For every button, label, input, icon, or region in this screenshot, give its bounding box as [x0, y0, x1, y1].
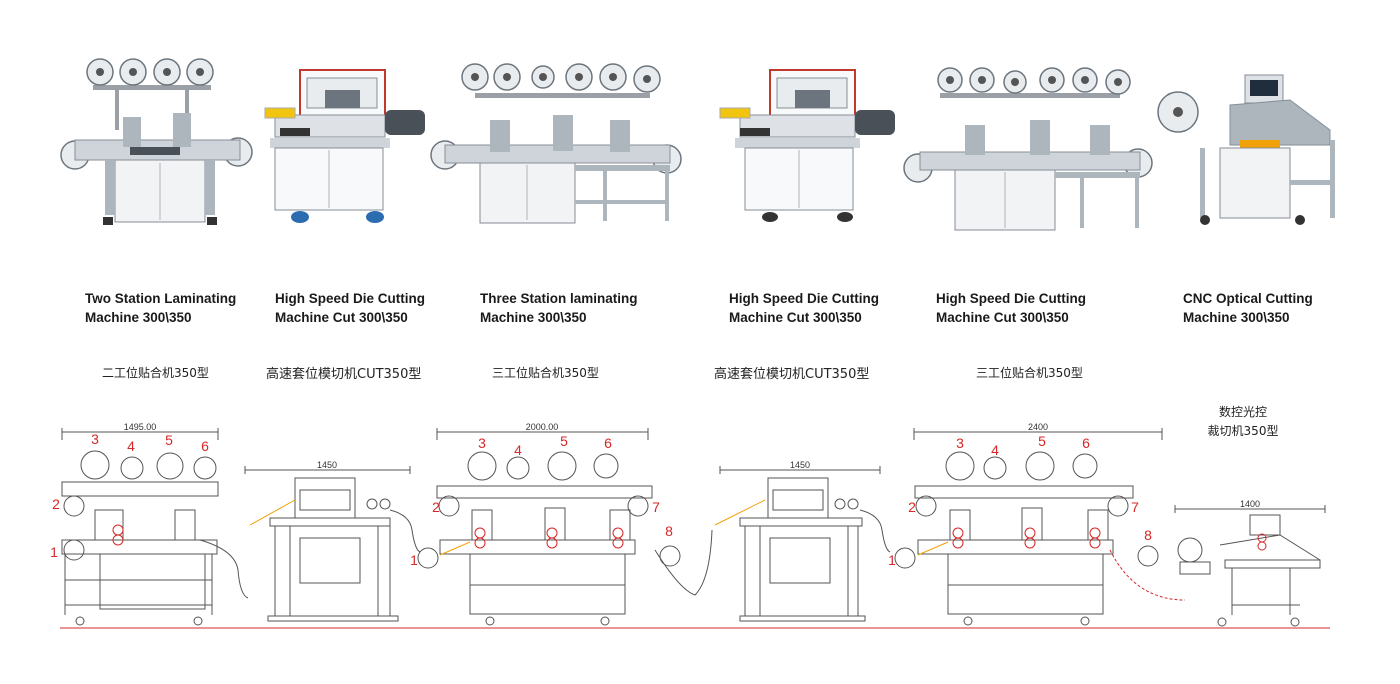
- machine-title-1-line1: Two Station Laminating: [85, 291, 237, 306]
- machine-title-4-line2: Machine Cut 300\350: [729, 310, 862, 325]
- machine-title-2: High Speed Die Cutting Machine Cut 300\3…: [275, 289, 425, 327]
- station-num-a-3: 3: [91, 431, 99, 447]
- machine-chinese-2: 高速套位模切机CUT350型: [266, 367, 422, 382]
- station-num-c-5: 5: [560, 433, 568, 449]
- machine-title-3: Three Station laminating Machine 300\350: [480, 289, 638, 327]
- machine-chinese-3: 三工位贴合机350型: [492, 366, 599, 380]
- station-num-e-6: 6: [1082, 435, 1090, 451]
- machine-chinese-4: 高速套位模切机CUT350型: [714, 367, 870, 382]
- machine-chinese-1: 二工位贴合机350型: [102, 366, 209, 380]
- machine-photo-cnc-optical-cutting: [1157, 74, 1335, 225]
- machine-chinese-6-line2: 裁切机350型: [1207, 424, 1279, 438]
- machine-title-5: High Speed Die Cutting Machine Cut 300\3…: [936, 289, 1086, 327]
- machine-title-1-line2: Machine 300\350: [85, 310, 192, 325]
- station-num-e-2: 2: [908, 499, 916, 515]
- station-num-e-8: 8: [1144, 527, 1152, 543]
- machine-title-4-line1: High Speed Die Cutting: [729, 291, 879, 306]
- machine-title-6: CNC Optical Cutting Machine 300\350: [1183, 289, 1313, 327]
- station-num-e-4: 4: [991, 442, 999, 458]
- machine-photo-high-speed-die-cutting-3: [903, 67, 1153, 231]
- drawing-two-station-laminating: [61, 428, 249, 626]
- dim-label-6: 1400: [1240, 499, 1260, 509]
- production-line-drawing: 1495.00 1450 2000.00 1450 2400 1400 1 2 …: [50, 422, 1330, 629]
- station-num-c-8: 8: [665, 523, 673, 539]
- machine-title-3-line2: Machine 300\350: [480, 310, 587, 325]
- machine-chinese-6: 数控光控 裁切机350型: [1205, 403, 1281, 441]
- drawing-three-station-laminating-2: [894, 428, 1186, 626]
- dim-label-3: 2000.00: [526, 422, 559, 432]
- station-num-e-5: 5: [1038, 433, 1046, 449]
- drawing-die-cutting-2: [714, 466, 891, 622]
- station-num-c-1: 1: [410, 552, 418, 568]
- drawing-die-cutting-1: [244, 466, 421, 622]
- station-num-a-5: 5: [165, 432, 173, 448]
- machine-chinese-5: 三工位贴合机350型: [976, 366, 1083, 380]
- machine-photo-three-station-laminating: [430, 63, 682, 224]
- machine-title-5-line2: Machine Cut 300\350: [936, 310, 1069, 325]
- station-num-e-1: 1: [888, 552, 896, 568]
- station-num-c-3: 3: [478, 435, 486, 451]
- drawing-cnc-optical-cutting: [1174, 505, 1326, 627]
- machine-title-3-line1: Three Station laminating: [480, 291, 638, 306]
- station-num-c-6: 6: [604, 435, 612, 451]
- station-num-a-4: 4: [127, 438, 135, 454]
- dim-label-2: 1450: [317, 460, 337, 470]
- station-num-c-2: 2: [432, 499, 440, 515]
- dim-label-5: 2400: [1028, 422, 1048, 432]
- dim-label-1: 1495.00: [124, 422, 157, 432]
- machine-title-2-line2: Machine Cut 300\350: [275, 310, 408, 325]
- station-num-a-6: 6: [201, 438, 209, 454]
- drawing-three-station-laminating: [417, 428, 713, 626]
- station-num-c-4: 4: [514, 442, 522, 458]
- machine-title-4: High Speed Die Cutting Machine Cut 300\3…: [729, 289, 879, 327]
- machine-title-6-line1: CNC Optical Cutting: [1183, 291, 1313, 306]
- machine-title-1: Two Station Laminating Machine 300\350: [85, 289, 236, 327]
- machine-photo-high-speed-die-cutting-2: [719, 69, 895, 222]
- station-num-a-2: 2: [52, 496, 60, 512]
- machine-title-6-line2: Machine 300\350: [1183, 310, 1290, 325]
- machine-photo-two-station-laminating: [60, 58, 253, 225]
- machine-title-5-line1: High Speed Die Cutting: [936, 291, 1086, 306]
- station-num-e-7: 7: [1131, 499, 1139, 515]
- station-num-e-3: 3: [956, 435, 964, 451]
- machine-photo-high-speed-die-cutting-1: [264, 69, 425, 223]
- machine-chinese-6-line1: 数控光控: [1218, 405, 1267, 419]
- machine-title-2-line1: High Speed Die Cutting: [275, 291, 425, 306]
- station-num-a-1: 1: [50, 544, 58, 560]
- station-num-c-7: 7: [652, 499, 660, 515]
- dim-label-4: 1450: [790, 460, 810, 470]
